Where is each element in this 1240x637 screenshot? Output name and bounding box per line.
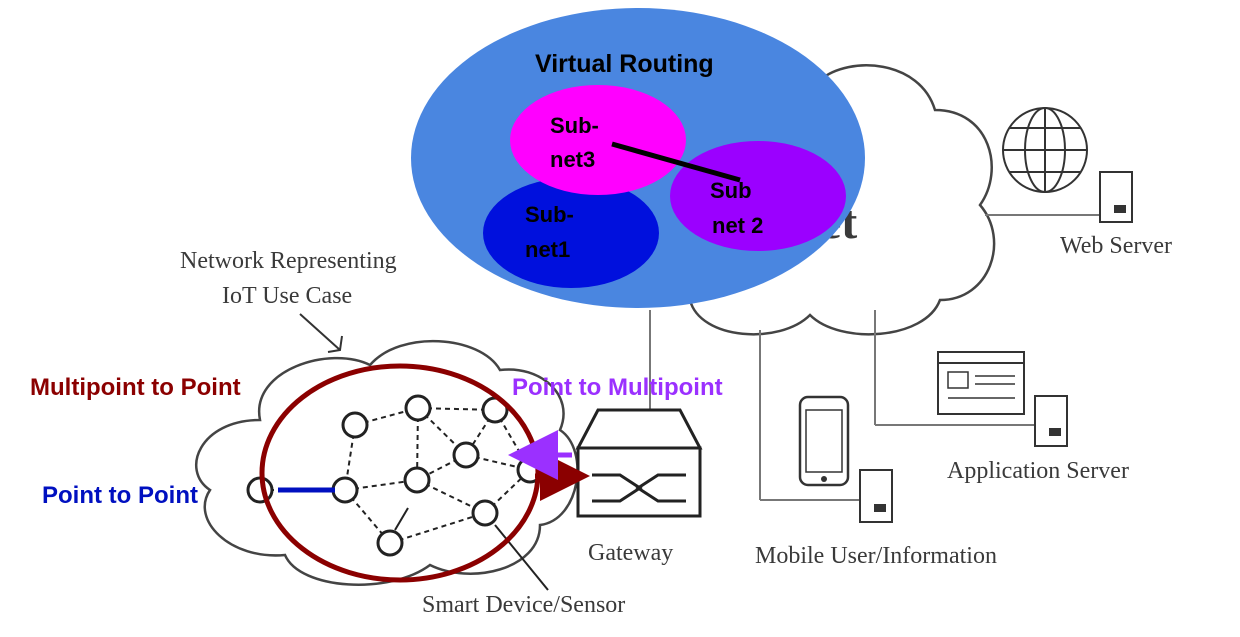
subnet1-label-line2: net1 bbox=[525, 237, 570, 262]
web-server: Web Server bbox=[1002, 107, 1172, 259]
callout-line2: IoT Use Case bbox=[222, 283, 352, 309]
browser-window-icon bbox=[937, 351, 1025, 415]
server-tower-icon bbox=[1099, 171, 1133, 223]
subnet2-label-line2: net 2 bbox=[712, 213, 763, 238]
virtual-routing: Virtual Routing Sub- net3 Sub net 2 Sub-… bbox=[411, 8, 865, 308]
subnet3-oval bbox=[510, 85, 686, 195]
subnet-link bbox=[611, 141, 741, 183]
gateway-icon bbox=[575, 408, 703, 518]
subnet3-label-line1: Sub- bbox=[550, 113, 599, 138]
connection-lines bbox=[649, 214, 1100, 501]
gateway: Gateway bbox=[575, 408, 703, 566]
sensor-node bbox=[452, 441, 480, 469]
subnet2-label-line1: Sub bbox=[710, 178, 752, 203]
subnet3-label-line2: net3 bbox=[550, 147, 595, 172]
gateway-label: Gateway bbox=[588, 540, 673, 566]
application-server-label: Application Server bbox=[947, 458, 1129, 484]
server-tower-icon bbox=[859, 469, 893, 523]
sensor-node bbox=[331, 476, 359, 504]
point-to-multipoint-label: Point to Multipoint bbox=[512, 374, 723, 401]
sensor-node bbox=[404, 394, 432, 422]
mobile-user-label: Mobile User/Information bbox=[755, 543, 997, 569]
multipoint-to-point-label: Multipoint to Point bbox=[30, 374, 241, 401]
virtual-routing-title: Virtual Routing bbox=[535, 50, 714, 78]
server-tower-icon bbox=[1034, 395, 1068, 447]
smartphone-icon bbox=[798, 395, 850, 487]
subnet1-oval bbox=[483, 178, 659, 288]
sensor-node bbox=[471, 499, 499, 527]
callout-line1: Network Representing bbox=[180, 248, 397, 274]
smart-device-label: Smart Device/Sensor bbox=[422, 592, 625, 618]
iot-callout: Network Representing IoT Use Case bbox=[180, 248, 397, 353]
subnet2-oval bbox=[670, 141, 846, 251]
web-server-label: Web Server bbox=[1060, 233, 1172, 259]
sensor-node bbox=[403, 466, 431, 494]
point-to-point-label: Point to Point bbox=[42, 482, 198, 509]
annotations: Multipoint to Point Point to Multipoint … bbox=[30, 363, 723, 583]
application-server: Application Server bbox=[937, 351, 1129, 484]
subnet1-label-line1: Sub- bbox=[525, 202, 574, 227]
sensor-node bbox=[376, 529, 404, 557]
sensor-node bbox=[341, 411, 369, 439]
globe-icon bbox=[1002, 107, 1088, 193]
mobile-user: Mobile User/Information bbox=[755, 395, 997, 569]
